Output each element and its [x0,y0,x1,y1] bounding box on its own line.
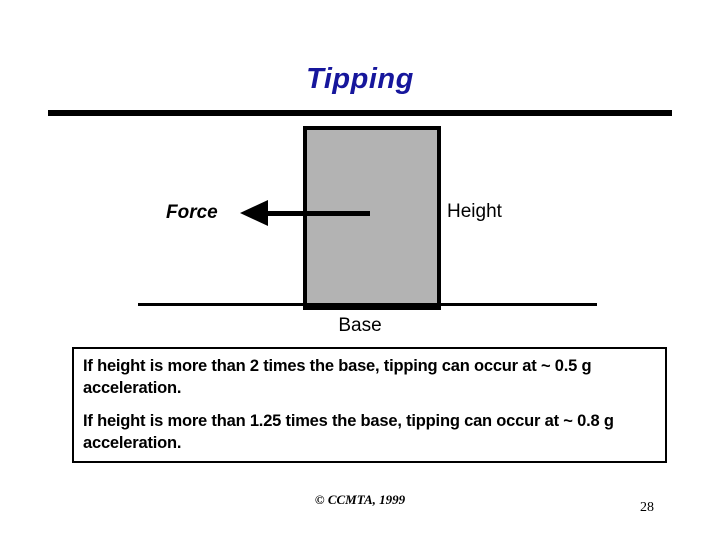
fact-box: If height is more than 2 times the base,… [72,347,667,463]
force-arrow-head-icon [240,200,268,226]
page-title: Tipping [306,63,414,95]
ground-line [138,303,597,306]
tipping-diagram: Force Height Base [138,126,597,336]
page-number: 28 [640,500,654,515]
fact-line: If height is more than 1.25 times the ba… [83,412,614,452]
fact-line: If height is more than 2 times the base,… [83,357,592,397]
force-label: Force [166,202,218,223]
title-divider-rule [48,110,672,116]
copyright-notice: © CCMTA, 1999 [314,492,406,507]
height-label: Height [447,201,502,222]
base-label: Base [338,315,382,336]
force-arrow-shaft [262,211,370,216]
vehicle-block-shape [303,126,441,310]
